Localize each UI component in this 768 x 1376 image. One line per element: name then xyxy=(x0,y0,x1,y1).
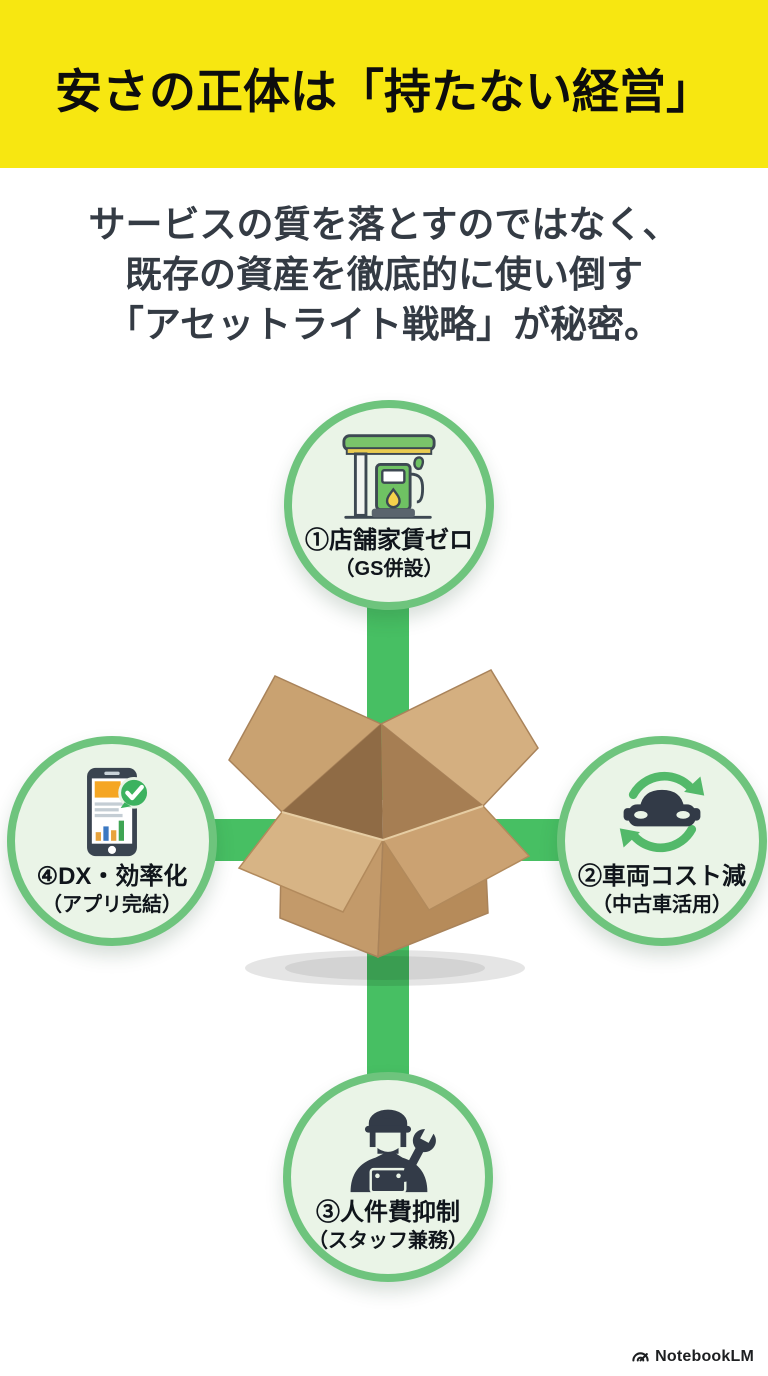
notebooklm-icon xyxy=(632,1352,649,1362)
subtitle: サービスの質を落とすのではなく、 既存の資産を徹底的に使い倒す 「アセットライト… xyxy=(0,200,768,350)
subtitle-line-2: 既存の資産を徹底的に使い倒す xyxy=(125,254,643,295)
mechanic-icon xyxy=(350,1109,436,1193)
node-label: ④DX・効率化 xyxy=(36,862,188,890)
node-dx-efficiency: ④DX・効率化 （アプリ完結） xyxy=(7,736,217,946)
node-label: ③人件費抑制 xyxy=(316,1198,460,1226)
node-label: ①店舗家賃ゼロ xyxy=(305,526,473,554)
node-sublabel: （中古車活用） xyxy=(592,893,732,916)
node-label: ②車両コスト減 xyxy=(578,862,746,890)
page-title: 安さの正体は「持たない経営」 xyxy=(55,64,713,118)
header-banner: 安さの正体は「持たない経営」 xyxy=(0,0,768,168)
node-sublabel: （GS併設） xyxy=(334,557,444,580)
gas-station-icon xyxy=(342,433,436,519)
node-sublabel: （アプリ完結） xyxy=(42,893,182,916)
subtitle-line-3: 「アセットライト戦略」が秘密。 xyxy=(106,304,662,345)
smartphone-check-icon xyxy=(87,767,150,856)
brand-footer: NotebookLM xyxy=(631,1347,754,1366)
node-sublabel: （スタッフ兼務） xyxy=(308,1229,468,1252)
connector-bottom xyxy=(367,935,409,1090)
node-vehicle-cost: ②車両コスト減 （中古車活用） xyxy=(557,736,767,946)
node-labor-cost: ③人件費抑制 （スタッフ兼務） xyxy=(283,1072,493,1282)
subtitle-line-1: サービスの質を落とすのではなく、 xyxy=(88,204,680,245)
brand-name: NotebookLM xyxy=(655,1347,754,1365)
node-store-rent: ①店舗家賃ゼロ （GS併設） xyxy=(284,400,494,610)
cardboard-box-illustration xyxy=(228,669,539,986)
car-recycle-icon xyxy=(619,771,705,852)
